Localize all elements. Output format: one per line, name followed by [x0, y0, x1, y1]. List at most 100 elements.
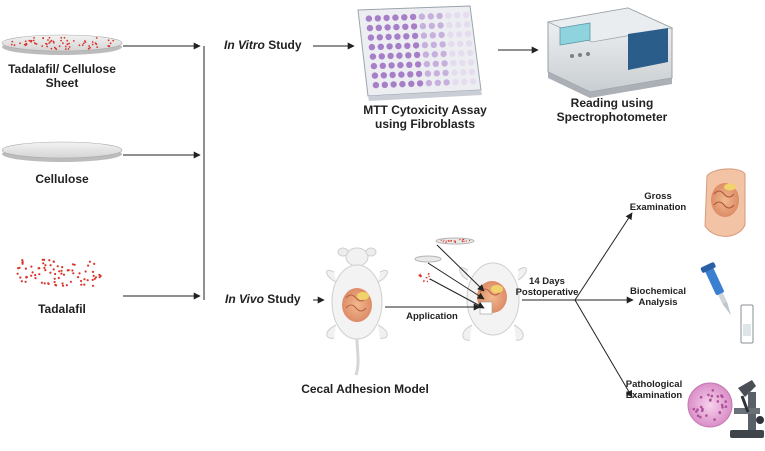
tadalafil-particle	[54, 272, 57, 276]
plate-well	[397, 61, 404, 69]
tadalafil-dot	[87, 47, 90, 50]
plate-well	[369, 53, 377, 60]
applied-sheet-dot	[459, 239, 461, 241]
tadalafil-dot	[68, 42, 70, 45]
plate-well	[427, 13, 434, 20]
stained-cell	[709, 398, 712, 402]
plate-well	[445, 12, 452, 19]
plate-well	[407, 71, 414, 78]
tadalafil-particle	[49, 271, 52, 274]
plate-well	[441, 60, 448, 67]
tadalafil-particle	[30, 265, 33, 268]
plate-well	[385, 33, 392, 41]
stained-cell	[699, 395, 703, 399]
tadalafil-cellulose-sheet-disc	[1, 34, 123, 55]
tadalafil-dot	[19, 42, 21, 45]
spectrophotometer-icon	[546, 7, 674, 98]
plate-well	[433, 70, 440, 77]
biochem-line2: Analysis	[638, 297, 678, 308]
tadalafil-dot	[112, 39, 115, 42]
plate-well	[434, 79, 441, 87]
tadalafil-particle	[72, 272, 75, 275]
tadalafil-dot	[49, 40, 52, 43]
tadalafil-particle	[58, 270, 61, 273]
in-vivo-study-label: In Vivo Study	[225, 292, 301, 306]
plate-well	[387, 52, 394, 60]
tadalafil-particle	[57, 276, 60, 280]
tadalafil-dot	[89, 46, 91, 49]
stained-cell	[718, 411, 721, 414]
plate-well	[418, 13, 426, 20]
plate-well	[396, 52, 403, 59]
plate-well	[384, 24, 391, 31]
applied-powder-dot	[423, 279, 425, 282]
plate-well	[371, 72, 379, 79]
tadalafil-dot	[25, 42, 28, 45]
tadalafil-dot	[72, 40, 75, 42]
tadalafil-particle	[56, 265, 59, 268]
plate-well	[380, 72, 387, 79]
applied-powder-dot	[425, 276, 428, 279]
plate-well	[406, 61, 413, 68]
tadalafil-dot	[58, 45, 61, 48]
applied-sheet-dot	[462, 239, 464, 241]
tadalafil-particle	[62, 273, 66, 276]
plate-well	[459, 59, 466, 66]
plate-well	[375, 24, 382, 31]
tadalafil-particle	[83, 283, 86, 286]
tadalafil-particle	[83, 278, 86, 281]
tadalafil-dot	[109, 42, 112, 45]
plate-well	[410, 23, 418, 30]
stained-cell	[724, 400, 727, 403]
tadalafil-particle	[88, 260, 91, 263]
tadalafil-particle	[80, 279, 83, 283]
plate-well	[456, 31, 463, 38]
tadalafil-particle	[93, 277, 96, 280]
plate-well	[386, 43, 393, 50]
tadalafil-dot	[13, 44, 16, 47]
tadalafil-dot	[68, 46, 71, 48]
tadalafil-dot	[41, 45, 44, 47]
plate-well	[457, 40, 464, 47]
tadalafil-dots-on-sheet	[10, 36, 115, 51]
tadalafil-particle	[55, 284, 58, 287]
plate-well	[462, 11, 470, 19]
plate-well	[452, 78, 459, 86]
plate-well	[402, 23, 409, 30]
plate-well	[425, 79, 433, 87]
tadalafil-particle	[52, 260, 55, 263]
plate-well	[393, 23, 400, 31]
plate-well	[428, 22, 435, 29]
tadalafil-dot	[33, 37, 35, 39]
tadalafil-particle	[92, 274, 95, 277]
in-vivo-suffix: Study	[263, 292, 301, 306]
tadalafil-dot	[91, 43, 94, 46]
plate-well	[437, 22, 444, 29]
plate-well	[420, 32, 428, 39]
tadalafil-particle	[48, 259, 51, 262]
tadalafil-dot	[84, 40, 86, 42]
tadalafil-particle	[91, 270, 95, 273]
in-vivo-term: In Vivo	[225, 292, 264, 306]
applied-powder-dot	[426, 280, 429, 283]
plate-well	[439, 41, 446, 48]
plate-well	[383, 14, 390, 22]
plate-well	[404, 42, 411, 49]
tadalafil-dot	[62, 42, 64, 45]
tadalafil-particle	[38, 267, 41, 270]
tadalafil-dot	[34, 42, 37, 45]
tadalafil-particle	[43, 282, 46, 285]
tadalafil-dot	[48, 42, 51, 44]
tadalafil-dot	[10, 43, 13, 46]
plate-well	[429, 32, 436, 39]
applied-sheet-dot	[449, 240, 451, 242]
applied-powder-dot	[423, 280, 425, 283]
gross-examination-label: Gross Examination	[618, 191, 698, 213]
tadalafil-particle	[84, 270, 87, 273]
applied-sheet-dot	[463, 240, 465, 242]
cecal-model-label: Cecal Adhesion Model	[301, 382, 429, 396]
tadalafil-dot	[94, 42, 97, 45]
plate-well	[422, 51, 430, 58]
plate-well	[430, 41, 437, 48]
plate-well	[408, 80, 415, 88]
